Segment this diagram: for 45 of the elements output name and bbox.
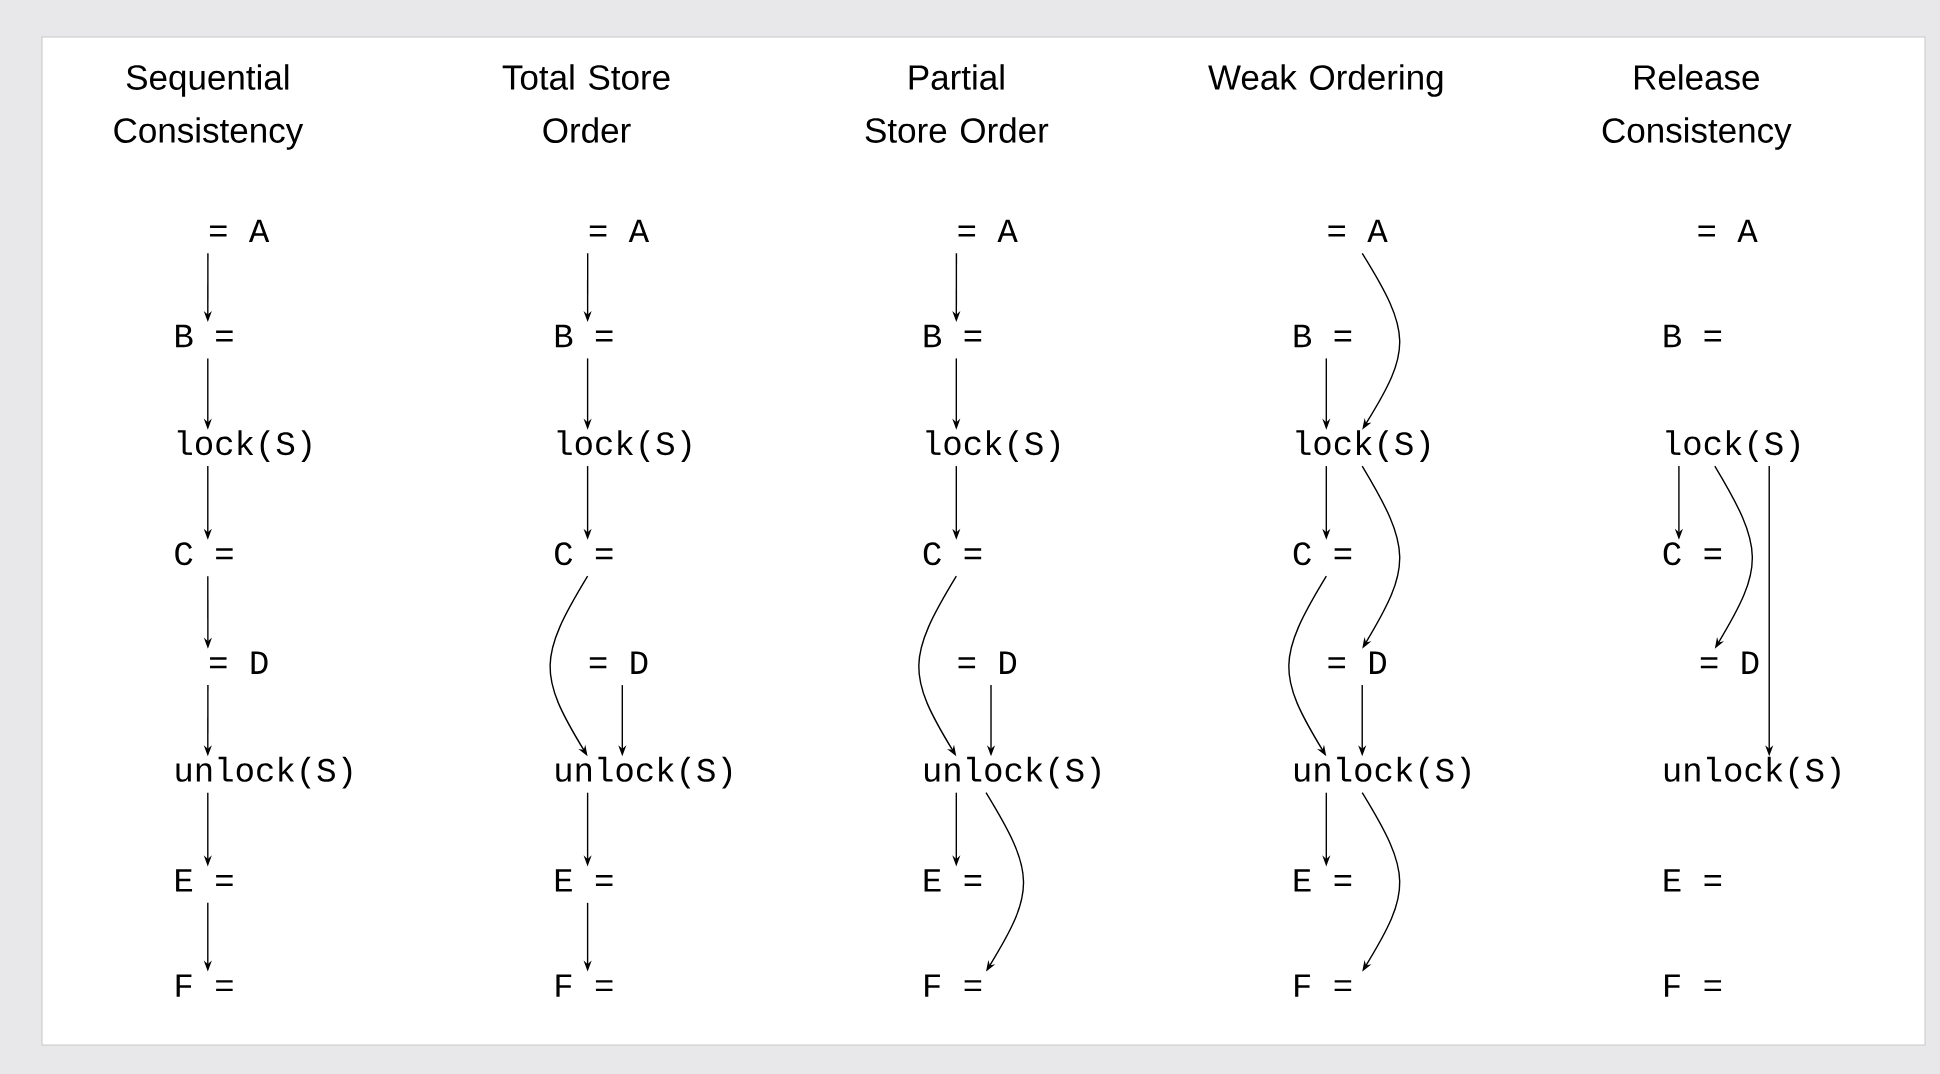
code-line: F = <box>1665 974 1722 997</box>
code-line: B = <box>555 324 613 348</box>
code-line: F = <box>176 974 233 997</box>
code-line: B = <box>1664 324 1722 348</box>
code-line: E = <box>555 869 613 892</box>
code-line: = A <box>210 219 270 243</box>
code-line: lock(S) <box>177 430 311 462</box>
column-heading: Sequential Consistency <box>114 64 304 150</box>
code-line: E = <box>176 869 233 892</box>
column-heading: Total Store Order <box>502 64 670 143</box>
code-line: unlock(S) <box>925 756 1100 789</box>
code-line: = D <box>210 651 268 674</box>
code-line: C = <box>923 542 982 566</box>
code-line: C = <box>1663 542 1722 566</box>
code-line: B = <box>176 324 233 348</box>
code-line: lock(S) <box>1666 430 1799 462</box>
column-heading: Release Consistency <box>1602 64 1792 150</box>
code-line: C = <box>555 542 613 566</box>
code-line: E = <box>1664 869 1722 892</box>
code-line: E = <box>1294 869 1352 892</box>
code-line: C = <box>175 542 233 566</box>
code-line: lock(S) <box>1296 430 1429 462</box>
code-line: B = <box>924 324 982 348</box>
code-line: E = <box>924 869 982 892</box>
code-line: = A <box>589 219 650 243</box>
code-line: = A <box>1698 219 1758 243</box>
code-line: unlock(S) <box>1664 756 1840 789</box>
code-line: = A <box>958 219 1018 243</box>
code-line: = A <box>1328 219 1388 243</box>
code-line: lock(S) <box>557 430 691 462</box>
code-line: unlock(S) <box>176 756 352 789</box>
code-line: unlock(S) <box>1295 756 1470 789</box>
code-line: F = <box>556 974 613 997</box>
code-line: = D <box>589 651 648 674</box>
column-heading: Partial Store Order <box>865 64 1049 143</box>
code-line: B = <box>1294 324 1352 348</box>
code-line: = D <box>1700 651 1759 674</box>
code-line: F = <box>1295 974 1352 997</box>
code-line: lock(S) <box>926 430 1059 462</box>
code-line: = D <box>1328 651 1386 674</box>
code-line: F = <box>925 974 982 997</box>
code-line: C = <box>1293 542 1352 566</box>
code-line: unlock(S) <box>556 756 732 789</box>
column-heading: Weak Ordering <box>1208 64 1443 97</box>
code-line: = D <box>958 651 1017 674</box>
